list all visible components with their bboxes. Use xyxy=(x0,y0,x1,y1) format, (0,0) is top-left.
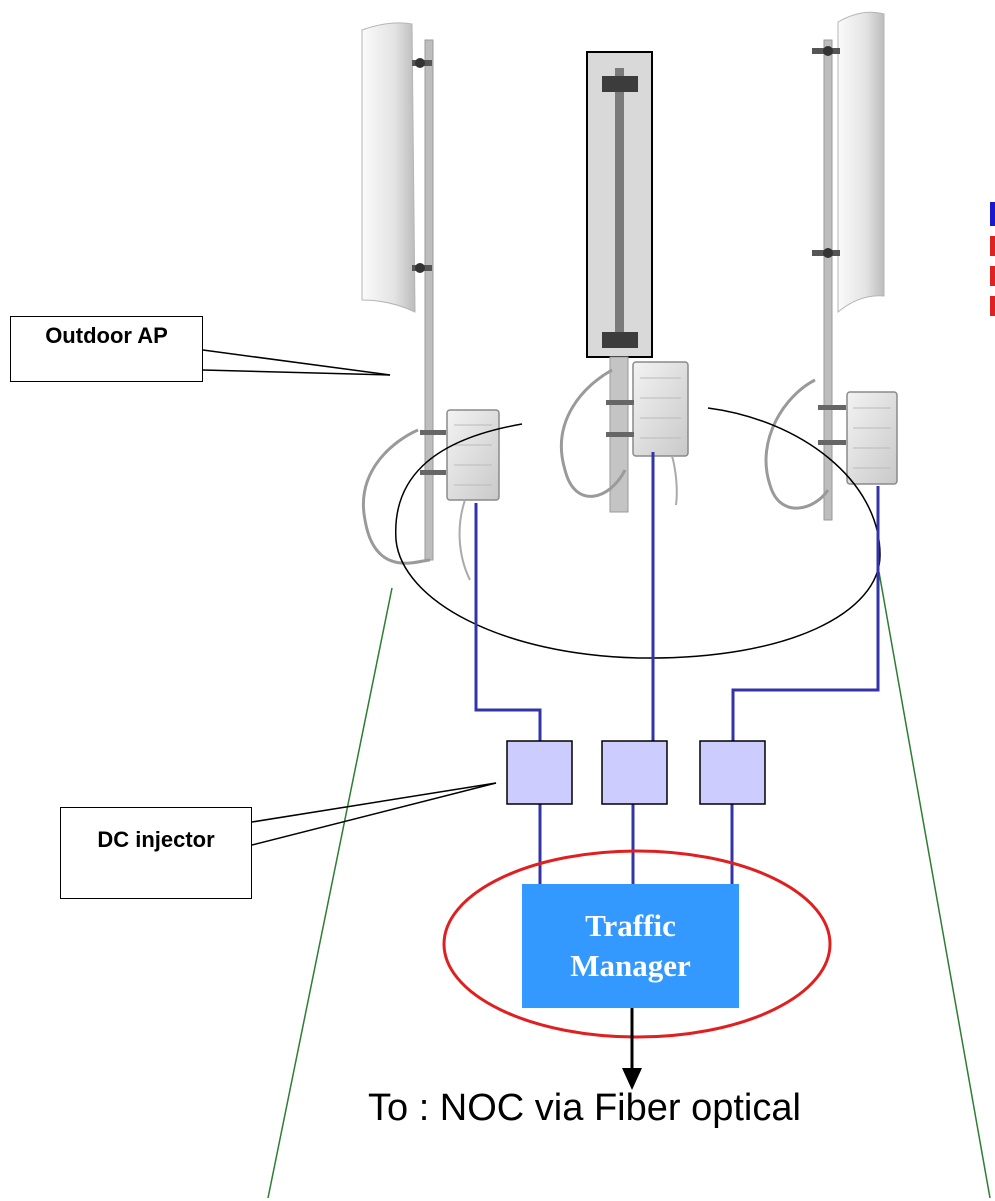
traffic-manager-label-line1: Traffic xyxy=(585,908,676,943)
ap-group-ellipse xyxy=(395,407,881,659)
ethernet-cables xyxy=(474,452,880,884)
sector-antenna-icon xyxy=(361,22,434,561)
dc-injector-callout: DC injector xyxy=(60,807,252,899)
traffic-manager-icon: Traffic Manager xyxy=(522,884,739,1008)
outdoor-ap-callout: Outdoor AP xyxy=(10,316,203,382)
dc-injector-pointer xyxy=(251,782,497,846)
noc-fiber-caption: To : NOC via Fiber optical xyxy=(368,1087,801,1129)
clipped-edge-mark-red xyxy=(990,236,995,256)
sector-antenna-icon xyxy=(812,11,885,521)
traffic-manager-ring xyxy=(442,849,832,1039)
clipped-edge-mark-red xyxy=(990,266,995,286)
coverage-line-right xyxy=(878,571,991,1199)
coverage-line-left xyxy=(267,587,393,1199)
outdoor-ap-icon xyxy=(764,378,898,510)
outdoor-ap-pointer xyxy=(202,349,391,376)
outdoor-ap-icon xyxy=(559,361,689,506)
dc-injector-icon xyxy=(601,740,668,805)
traffic-manager-label-line2: Manager xyxy=(570,948,691,983)
clipped-edge-mark-blue xyxy=(990,202,995,226)
arrow-down-icon xyxy=(622,1008,642,1090)
dc-injector-icon xyxy=(699,740,766,805)
dc-injector-icon xyxy=(506,740,573,805)
clipped-edge-mark-red xyxy=(990,296,995,316)
